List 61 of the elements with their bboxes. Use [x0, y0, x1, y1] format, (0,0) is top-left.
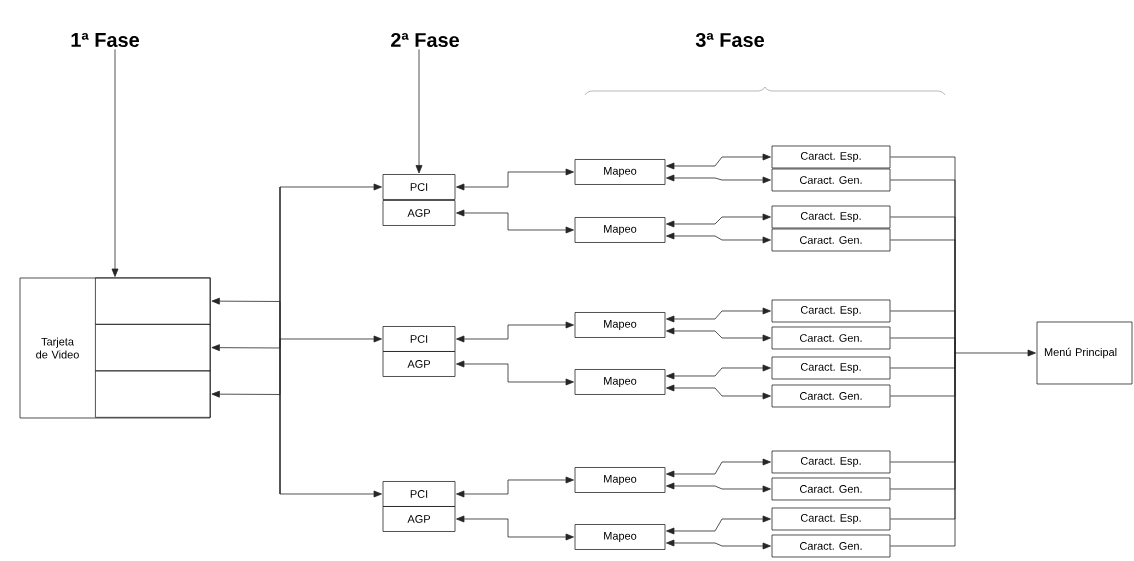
bus-box: PCI	[382, 326, 456, 352]
process-box: Caract. Esp.	[771, 205, 891, 229]
phase-heading: 3ª Fase	[695, 32, 764, 48]
process-box: Caract. Esp.	[771, 145, 891, 169]
arrow	[666, 153, 771, 170]
process-box: Mapeo	[574, 467, 666, 493]
arrow	[666, 482, 771, 493]
process-box: Mapeo	[574, 369, 666, 395]
arrow	[456, 209, 574, 234]
arrow	[666, 539, 771, 550]
process-box: Caract. Gen.	[771, 168, 891, 192]
connector-line	[954, 337, 956, 354]
bus-box: AGP	[382, 200, 456, 226]
arrow	[954, 349, 1036, 357]
table-box: Tarjeta de Video	[19, 277, 211, 419]
arrow	[666, 174, 771, 184]
bus-box: PCI	[382, 174, 456, 200]
arrow	[666, 384, 771, 400]
arrow	[415, 49, 423, 174]
phase-heading: 1ª Fase	[71, 33, 139, 47]
arrow	[279, 490, 382, 498]
arrow	[666, 232, 771, 244]
process-box: Mapeo	[574, 524, 666, 550]
process-box: Caract. Gen.	[771, 326, 891, 350]
arrow	[279, 183, 382, 191]
arrow	[456, 515, 574, 541]
process-box: Caract. Gen.	[771, 384, 891, 408]
arrow	[666, 458, 771, 478]
process-box: Caract. Gen.	[771, 228, 891, 252]
arrow	[666, 307, 771, 323]
arrow	[211, 344, 281, 352]
process-box: Caract. Gen.	[771, 534, 891, 558]
bus-box: AGP	[382, 351, 456, 377]
arrow	[111, 49, 119, 277]
process-box: Caract. Esp.	[771, 450, 891, 474]
process-box: Menú Principal	[1036, 321, 1133, 385]
connector-line	[279, 394, 281, 495]
process-box: Mapeo	[574, 159, 666, 185]
bus-box: PCI	[382, 481, 456, 507]
table-cell	[95, 323, 211, 372]
process-box: Caract. Esp.	[771, 299, 891, 323]
process-box: Caract. Esp.	[771, 507, 891, 531]
bus-box: AGP	[382, 506, 456, 532]
arrow	[456, 476, 574, 498]
arrow	[666, 327, 771, 342]
arrow	[456, 168, 574, 191]
arrow	[666, 213, 771, 228]
table-cell	[95, 277, 211, 325]
arrow	[666, 515, 771, 535]
arrow	[456, 360, 574, 386]
arrow	[211, 297, 281, 305]
arrow	[666, 364, 771, 380]
arrow	[456, 321, 574, 343]
arrow	[211, 390, 281, 398]
phase-heading: 2ª Fase	[391, 32, 459, 48]
table-cell	[95, 370, 211, 418]
process-box: Caract. Esp.	[771, 356, 891, 380]
arrow	[279, 335, 382, 343]
process-box: Caract. Gen.	[771, 477, 891, 501]
process-box: Mapeo	[574, 217, 666, 243]
process-box: Mapeo	[574, 312, 666, 338]
